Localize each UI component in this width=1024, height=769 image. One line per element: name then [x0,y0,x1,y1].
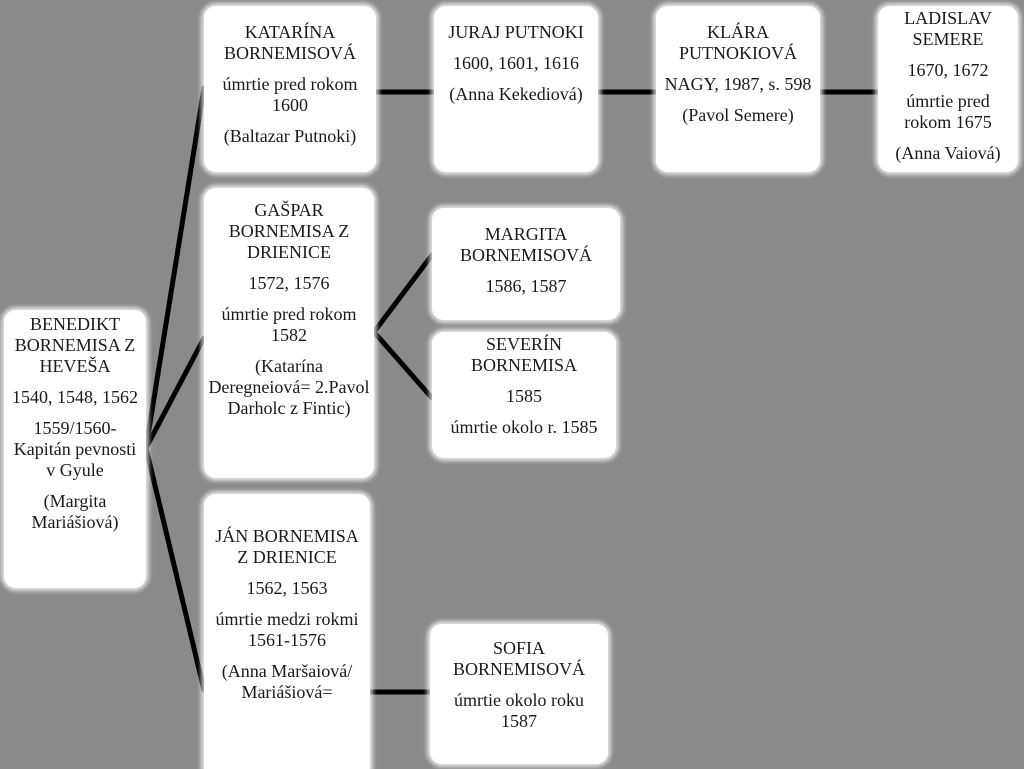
link-gaspar-severin [371,329,435,401]
link-root-jan [143,445,207,693]
person-name: KATARÍNA BORNEMISOVÁ [223,22,356,63]
person-note: NAGY, 1987, s. 598 [664,74,812,94]
person-name: MARGITA BORNEMISOVÁ [459,224,592,265]
person-box-klara: KLÁRA PUTNOKIOVÁ NAGY, 1987, s. 598 (Pav… [656,6,820,172]
person-name: JÁN BORNEMISA Z DRIENICE [215,526,359,567]
person-dates: 1572, 1576 [248,273,330,293]
person-dates: 1585 [506,386,542,406]
person-name: SOFIA BORNEMISOVÁ [452,638,585,679]
person-box-benedikt: BENEDIKT BORNEMISA Z HEVEŠA 1540, 1548, … [4,310,146,588]
person-note: úmrtie pred rokom 1582 [221,304,357,345]
person-box-ladislav: LADISLAV SEMERE 1670, 1672 úmrtie pred r… [878,6,1018,172]
person-note: 1559/1560-Kapitán pevnosti v Gyule [13,418,137,480]
person-spouse: (Anna Kekediová) [449,84,583,104]
person-box-gaspar: GAŠPAR BORNEMISA Z DRIENICE 1572, 1576 ú… [204,188,374,478]
person-name: BENEDIKT BORNEMISA Z HEVEŠA [14,314,136,376]
person-spouse: (Pavol Semere) [682,105,794,125]
person-note: úmrtie medzi rokmi 1561-1576 [215,609,359,650]
person-name: KLÁRA PUTNOKIOVÁ [679,22,797,63]
person-dates: 1562, 1563 [246,578,328,598]
person-box-jan: JÁN BORNEMISA Z DRIENICE 1562, 1563 úmrt… [204,494,370,769]
person-name: SEVERÍN BORNEMISA [470,334,577,375]
link-root-gaspar [143,335,207,451]
person-name: LADISLAV SEMERE [904,8,992,49]
person-spouse: (Anna Vaiová) [895,143,1001,163]
person-dates: 1670, 1672 [907,60,989,80]
person-spouse: (Baltazar Putnoki) [223,126,357,146]
person-box-juraj: JURAJ PUTNOKI 1600, 1601, 1616 (Anna Kek… [434,6,598,172]
person-note: úmrtie pred rokom 1600 [222,74,358,115]
person-dates: 1600, 1601, 1616 [453,53,579,73]
person-note: úmrtie okolo roku 1587 [454,690,584,731]
person-spouse: (Anna Maršaiová/ Mariášiová= [221,661,353,702]
person-box-severin: SEVERÍN BORNEMISA 1585 úmrtie okolo r. 1… [432,332,616,458]
link-root-katarina [143,85,207,451]
person-name: GAŠPAR BORNEMISA Z DRIENICE [228,200,350,262]
person-name: JURAJ PUTNOKI [448,22,584,42]
person-box-sofia: SOFIA BORNEMISOVÁ úmrtie okolo roku 1587 [430,624,608,764]
person-note: úmrtie okolo r. 1585 [450,417,598,437]
person-box-katarina: KATARÍNA BORNEMISOVÁ úmrtie pred rokom 1… [204,6,376,172]
person-note: úmrtie pred rokom 1675 [904,91,992,132]
link-gaspar-margita [371,252,435,335]
person-dates: 1540, 1548, 1562 [12,387,138,407]
person-spouse: (Katarína Deregneiová= 2.Pavol Darholc z… [208,356,370,418]
person-spouse: (Margita Mariášiová) [31,491,119,532]
person-dates: 1586, 1587 [485,276,567,296]
person-box-margita: MARGITA BORNEMISOVÁ 1586, 1587 [432,208,620,320]
